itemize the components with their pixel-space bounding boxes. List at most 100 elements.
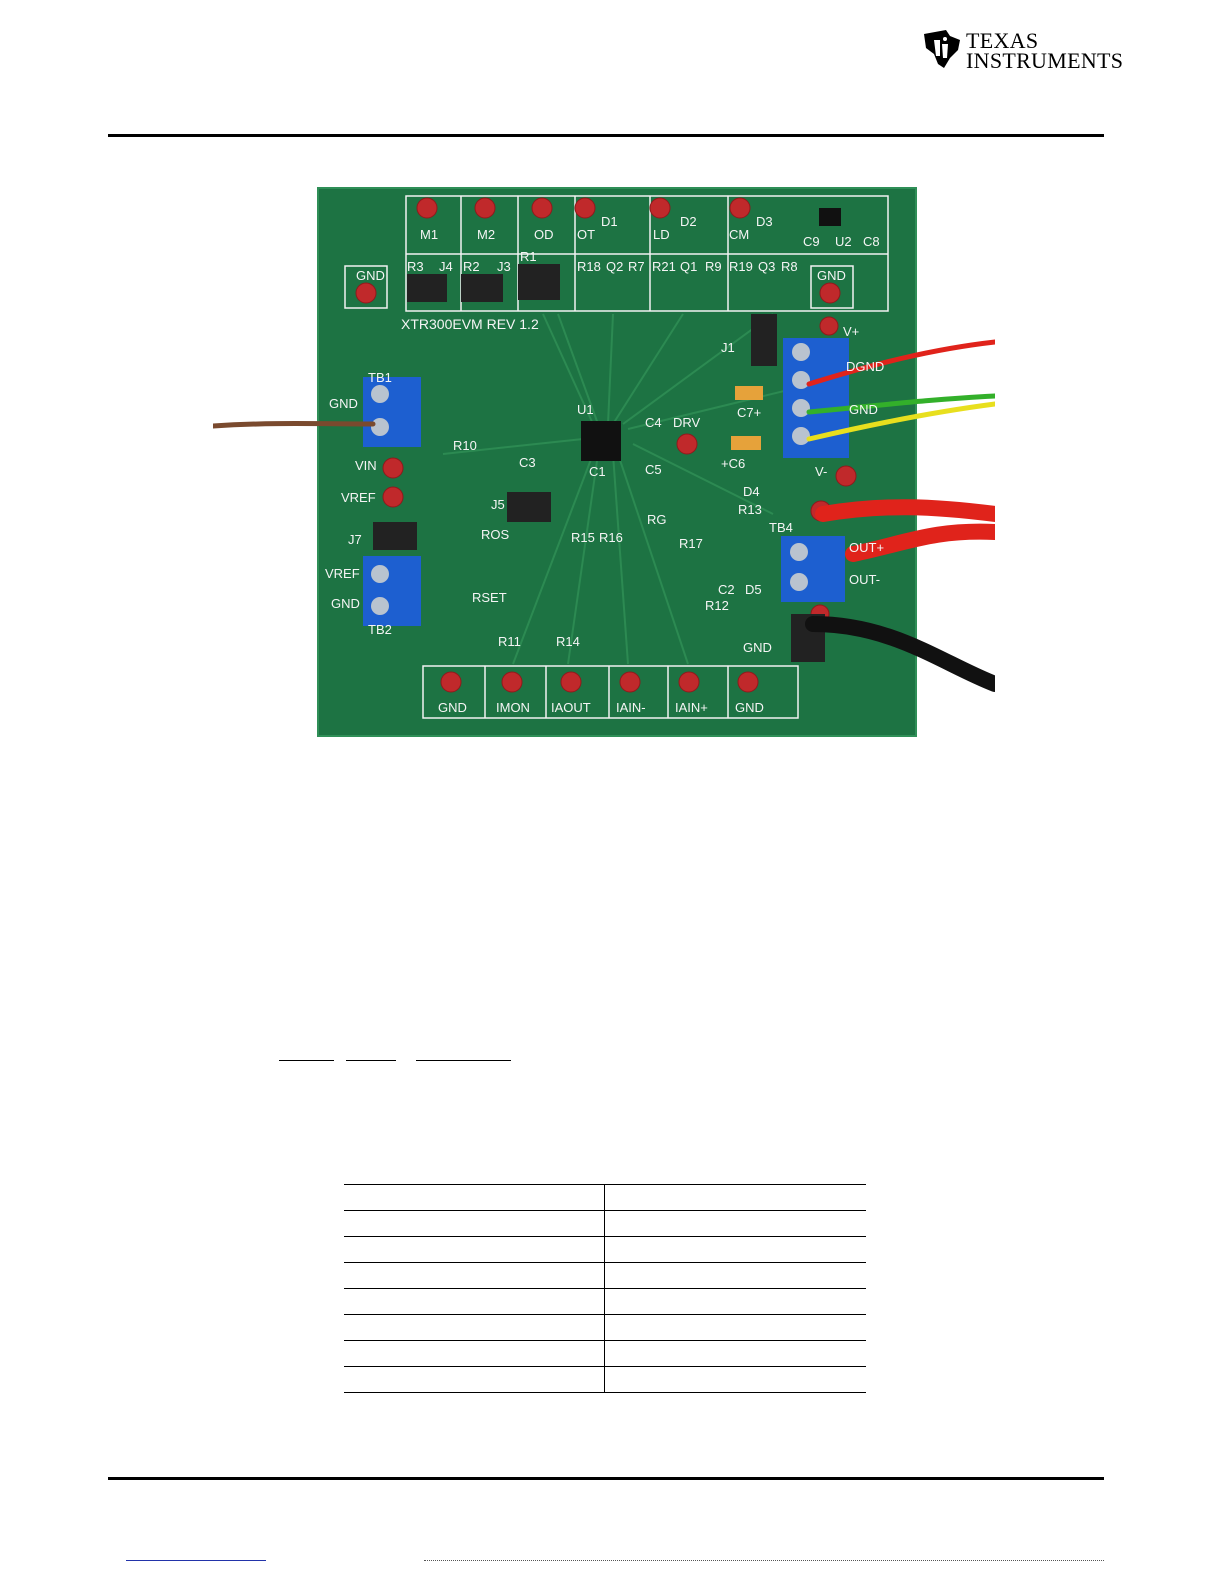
svg-text:D4: D4 <box>743 484 760 499</box>
link-underline-2[interactable] <box>346 1060 396 1061</box>
table-row <box>344 1236 866 1263</box>
ti-logo-icon <box>924 30 960 68</box>
table-row <box>344 1314 866 1341</box>
svg-text:OUT+: OUT+ <box>849 540 884 555</box>
svg-text:GND: GND <box>438 700 467 715</box>
svg-text:IAIN+: IAIN+ <box>675 700 708 715</box>
tp-label-ld: LD <box>653 227 670 242</box>
svg-text:VREF: VREF <box>325 566 360 581</box>
svg-text:R13: R13 <box>738 502 762 517</box>
svg-text:Q3: Q3 <box>758 259 775 274</box>
svg-text:R17: R17 <box>679 536 703 551</box>
svg-text:DRV: DRV <box>673 415 701 430</box>
svg-text:C2: C2 <box>718 582 735 597</box>
tp-label-od: OD <box>534 227 554 242</box>
brand-line-2: INSTRUMENTS <box>966 48 1124 73</box>
svg-text:R8: R8 <box>781 259 798 274</box>
svg-text:R12: R12 <box>705 598 729 613</box>
table-row <box>344 1340 866 1367</box>
svg-text:GND: GND <box>356 268 385 283</box>
table-row <box>344 1210 866 1237</box>
svg-text:R16: R16 <box>599 530 623 545</box>
svg-text:C7+: C7+ <box>737 405 761 420</box>
svg-text:D2: D2 <box>680 214 697 229</box>
svg-text:U2: U2 <box>835 234 852 249</box>
brand-line-1: TEXAS <box>966 28 1039 53</box>
evm-board-photo: M1 M2 OD OT LD CM D1 D2 D3 C9 U2 C8 GND … <box>213 187 995 737</box>
svg-text:R1: R1 <box>520 249 537 264</box>
footer-rule <box>108 1477 1104 1480</box>
tb2 <box>363 556 421 626</box>
svg-text:J3: J3 <box>497 259 511 274</box>
svg-text:R7: R7 <box>628 259 645 274</box>
link-underline-3[interactable] <box>416 1060 511 1061</box>
table-row <box>344 1262 866 1289</box>
link-underline-1[interactable] <box>279 1060 334 1061</box>
svg-text:TB2: TB2 <box>368 622 392 637</box>
table-row <box>344 1366 866 1393</box>
tp-label-ot: OT <box>577 227 595 242</box>
svg-text:R14: R14 <box>556 634 580 649</box>
svg-text:R19: R19 <box>729 259 753 274</box>
svg-text:C8: C8 <box>863 234 880 249</box>
svg-text:J5: J5 <box>491 497 505 512</box>
svg-text:GND: GND <box>743 640 772 655</box>
svg-text:R18: R18 <box>577 259 601 274</box>
footer-dotted-rule <box>424 1560 1104 1562</box>
tb1 <box>363 377 421 447</box>
svg-text:ROS: ROS <box>481 527 510 542</box>
svg-text:J7: J7 <box>348 532 362 547</box>
svg-text:GND: GND <box>735 700 764 715</box>
svg-text:OUT-: OUT- <box>849 572 880 587</box>
tb3 <box>783 338 849 458</box>
svg-text:R3: R3 <box>407 259 424 274</box>
svg-text:IAIN-: IAIN- <box>616 700 646 715</box>
svg-text:GND: GND <box>329 396 358 411</box>
table-row <box>344 1184 866 1211</box>
svg-text:VREF: VREF <box>341 490 376 505</box>
svg-text:Q2: Q2 <box>606 259 623 274</box>
u1-chip <box>581 421 621 461</box>
tp-label-m1: M1 <box>420 227 438 242</box>
table-row <box>344 1288 866 1315</box>
svg-text:C3: C3 <box>519 455 536 470</box>
svg-text:GND: GND <box>817 268 846 283</box>
svg-text:R11: R11 <box>498 634 521 649</box>
svg-text:+C6: +C6 <box>721 456 745 471</box>
svg-text:V-: V- <box>815 464 827 479</box>
svg-text:D5: D5 <box>745 582 762 597</box>
svg-text:RG: RG <box>647 512 667 527</box>
svg-text:J4: J4 <box>439 259 453 274</box>
tp-label-cm: CM <box>729 227 749 242</box>
header-rule <box>108 134 1104 137</box>
svg-text:D3: D3 <box>756 214 773 229</box>
svg-text:R21: R21 <box>652 259 676 274</box>
svg-text:D1: D1 <box>601 214 618 229</box>
svg-text:C5: C5 <box>645 462 662 477</box>
svg-text:R10: R10 <box>453 438 477 453</box>
spec-table <box>344 1184 866 1393</box>
svg-text:C4: C4 <box>645 415 662 430</box>
svg-text:RSET: RSET <box>472 590 507 605</box>
board-name: XTR300EVM REV 1.2 <box>401 316 539 332</box>
svg-text:TB1: TB1 <box>368 370 392 385</box>
svg-text:U1: U1 <box>577 402 594 417</box>
svg-text:V+: V+ <box>843 324 859 339</box>
svg-text:VIN: VIN <box>355 458 377 473</box>
footer-link-underline[interactable] <box>126 1560 266 1561</box>
svg-text:Q1: Q1 <box>680 259 697 274</box>
ti-logo <box>920 28 1105 72</box>
svg-text:DGND: DGND <box>846 359 884 374</box>
svg-text:R9: R9 <box>705 259 722 274</box>
svg-text:GND: GND <box>331 596 360 611</box>
svg-text:J1: J1 <box>721 340 735 355</box>
svg-text:R15: R15 <box>571 530 595 545</box>
tp-label-m2: M2 <box>477 227 495 242</box>
svg-text:C9: C9 <box>803 234 820 249</box>
svg-text:GND: GND <box>849 402 878 417</box>
svg-text:C1: C1 <box>589 464 606 479</box>
tb4 <box>781 536 845 602</box>
svg-text:IAOUT: IAOUT <box>551 700 591 715</box>
svg-text:IMON: IMON <box>496 700 530 715</box>
svg-text:TB4: TB4 <box>769 520 793 535</box>
